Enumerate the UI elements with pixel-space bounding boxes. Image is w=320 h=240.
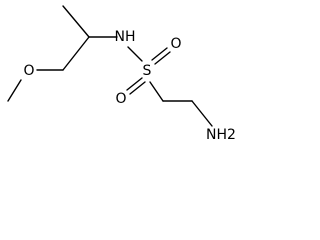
bond-s-o-bottom-a [126, 77, 143, 91]
bond-nh-s [127, 46, 143, 62]
atom-o-ether: O [23, 63, 34, 79]
atom-o-top: O [170, 36, 181, 52]
bond-s-ch2 [149, 81, 164, 102]
atom-nh: NH [115, 29, 136, 45]
atom-s: S [143, 63, 152, 79]
atom-labels: NH S O O O NH2 [23, 29, 235, 143]
bond-s-o-top-b [154, 51, 171, 65]
atom-o-bottom: O [115, 91, 126, 107]
bond-methyl-ch [62, 5, 90, 38]
bond-s-o-top-a [151, 47, 168, 61]
molecule-structure: NH S O O O NH2 [7, 5, 236, 143]
bonds [7, 5, 213, 127]
bond-o-methyl [7, 79, 22, 102]
atom-nh2: NH2 [206, 127, 236, 143]
bond-ch2-nh2 [191, 100, 213, 127]
bond-ch-ch2 [62, 36, 90, 71]
bond-s-o-bottom-b [129, 81, 146, 95]
